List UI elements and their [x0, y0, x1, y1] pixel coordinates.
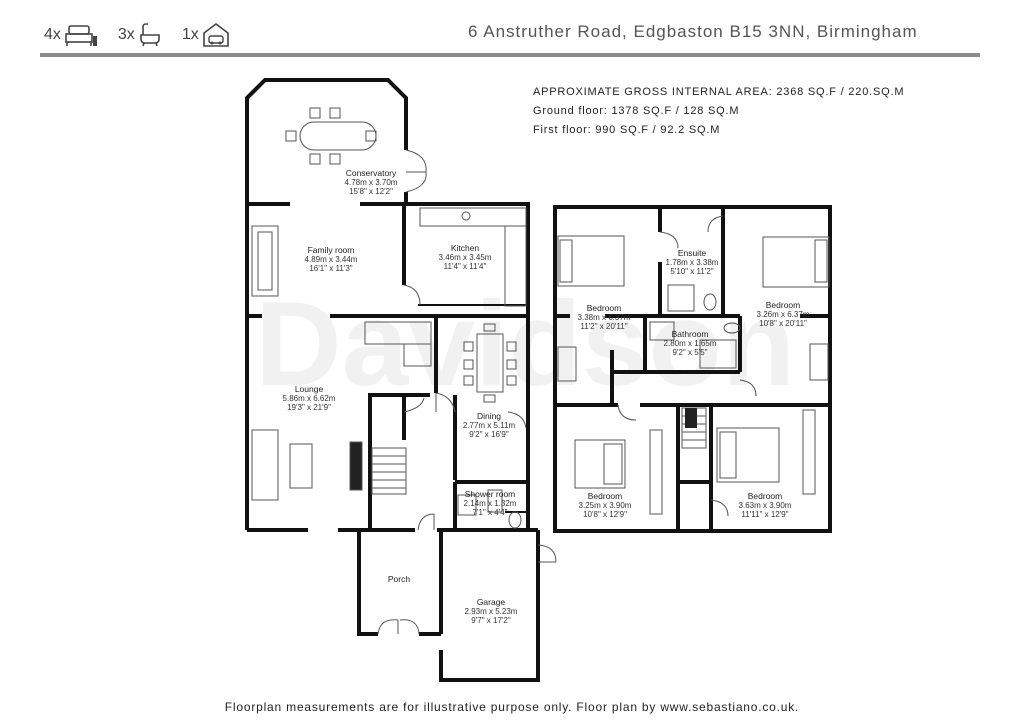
garage-metric: 2.93m x 5.23m [465, 607, 518, 616]
ground-floor-area: Ground floor: 1378 SQ.F / 128 SQ.M [533, 105, 740, 117]
kitchen-imperial: 11'4" x 11'4" [444, 262, 487, 271]
garage-count-label: 1x [181, 26, 199, 43]
conservatory-metric: 4.78m x 3.70m [345, 178, 398, 187]
disclaimer-footer: Floorplan measurements are for illustrat… [224, 700, 800, 714]
lounge-metric: 5.86m x 6.62m [283, 394, 336, 403]
bathroom-label: Bathroom [672, 329, 709, 339]
family-room-imperial: 16'1" x 11'3" [309, 264, 352, 273]
first-floor-labels: Bedroom 3.38m x 6.37m 11'2" x 20'11" Ens… [578, 248, 810, 519]
first-floor [553, 205, 832, 533]
bedroom-count-label: 4x [44, 26, 61, 43]
bedroom-2-metric: 3.26m x 6.37m [757, 310, 810, 319]
conservatory-label: Conservatory [346, 168, 397, 178]
bed-icon [65, 25, 97, 46]
ensuite-imperial: 5'10" x 11'2" [670, 267, 713, 276]
gross-area: APPROXIMATE GROSS INTERNAL AREA: 2368 SQ… [533, 86, 905, 98]
family-room-metric: 4.89m x 3.44m [305, 255, 358, 264]
lounge-label: Lounge [295, 384, 324, 394]
header-summary: 4x 3x 1x [44, 20, 250, 50]
bedroom-count: 4x [44, 22, 98, 48]
bedroom-1-label: Bedroom [587, 303, 622, 313]
bedroom-1-metric: 3.38m x 6.37m [578, 313, 631, 322]
conservatory-imperial: 15'8" x 12'2" [349, 187, 393, 196]
shower-room-imperial: 7'1" x 4'4" [473, 508, 508, 517]
bath-icon [140, 23, 160, 47]
property-address: 6 Anstruther Road, Edgbaston B15 3NN, Bi… [468, 22, 918, 41]
porch-label: Porch [388, 574, 410, 584]
bedroom-3-label: Bedroom [588, 491, 623, 501]
ensuite-label: Ensuite [678, 248, 707, 258]
family-room-label: Family room [308, 245, 355, 255]
kitchen-label: Kitchen [451, 243, 480, 253]
shower-room-metric: 2.14m x 1.32m [464, 499, 517, 508]
ground-floor-fixtures [251, 107, 557, 635]
garage-count: 1x [182, 22, 230, 48]
garage-imperial: 9'7" x 17'2" [471, 616, 511, 625]
ground-floor [245, 78, 540, 682]
bedroom-3-metric: 3.25m x 3.90m [579, 501, 632, 510]
watermark: Davidson [255, 277, 795, 411]
first-floor-fixtures [557, 215, 830, 517]
first-floor-area: First floor: 990 SQ.F / 92.2 SQ.M [533, 124, 721, 136]
area-summary: APPROXIMATE GROSS INTERNAL AREA: 2368 SQ… [533, 83, 904, 140]
ground-floor-labels: Conservatory 4.78m x 3.70m 15'8" x 12'2"… [283, 168, 518, 625]
shower-room-label: Shower room [465, 489, 516, 499]
bathroom-imperial: 9'2" x 5'5" [673, 348, 708, 357]
kitchen-metric: 3.46m x 3.45m [439, 253, 492, 262]
bedroom-4-label: Bedroom [748, 491, 783, 501]
ensuite-metric: 1.78m x 3.38m [666, 258, 719, 267]
bedroom-3-imperial: 10'8" x 12'9" [583, 510, 627, 519]
dining-label: Dining [477, 411, 501, 421]
garage-icon [202, 23, 229, 47]
garage-label: Garage [477, 597, 506, 607]
dining-imperial: 9'2" x 16'9" [469, 430, 509, 439]
dining-metric: 2.77m x 5.11m [463, 421, 516, 430]
bathroom-count-label: 3x [117, 26, 135, 43]
bedroom-2-label: Bedroom [766, 300, 801, 310]
bathroom-metric: 2.80m x 1.65m [664, 339, 717, 348]
lounge-imperial: 19'3" x 21'9" [287, 403, 331, 412]
bedroom-1-imperial: 11'2" x 20'11" [580, 322, 627, 331]
bedroom-4-metric: 3.63m x 3.90m [739, 501, 792, 510]
bedroom-4-imperial: 11'11" x 12'9" [741, 510, 788, 519]
header-divider [40, 53, 980, 57]
bathroom-count: 3x [118, 22, 162, 48]
bedroom-2-imperial: 10'8" x 20'11" [759, 319, 807, 328]
